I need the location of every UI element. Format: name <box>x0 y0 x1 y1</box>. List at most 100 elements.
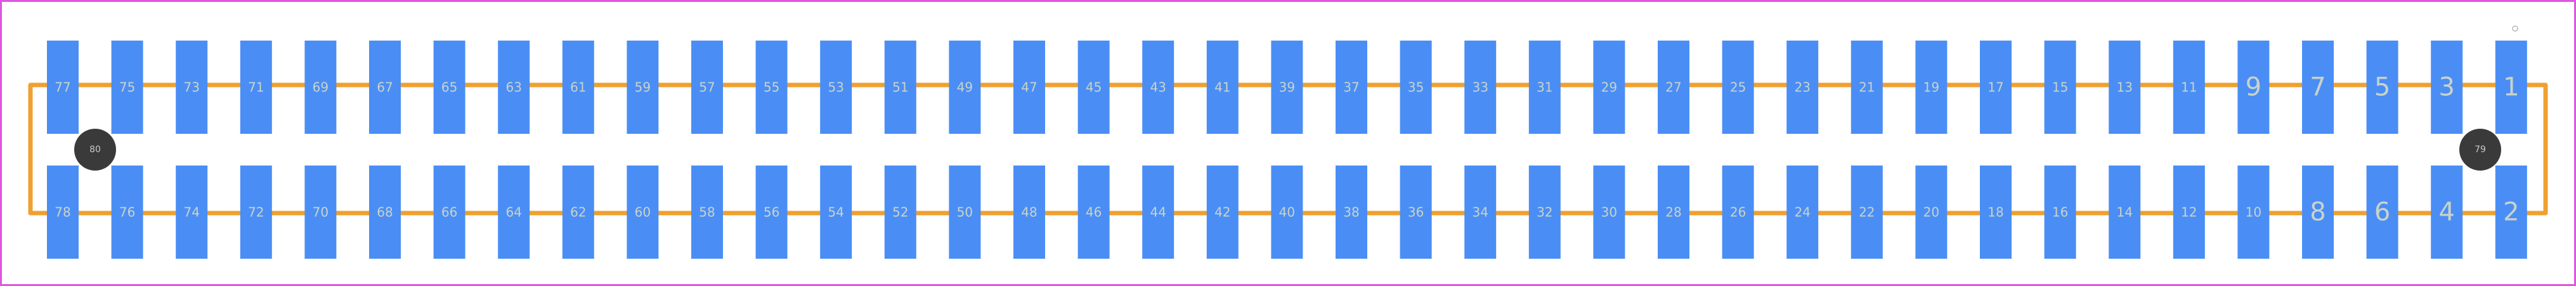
top-row-pad: 37 <box>1336 41 1367 134</box>
pad-label: 43 <box>1150 80 1166 95</box>
bottom-row-pad: 4 <box>2431 166 2463 259</box>
pad-rect <box>1915 166 1948 259</box>
top-row-pad: 35 <box>1400 41 1432 134</box>
hole-circle <box>74 129 116 171</box>
pad-rect <box>433 41 465 134</box>
pad-label: 66 <box>441 205 457 220</box>
top-row-pad: 71 <box>240 41 272 134</box>
pad-rect <box>2302 41 2334 134</box>
pad-label: 15 <box>2052 80 2068 95</box>
pad-rect <box>111 41 143 134</box>
pad-label: 40 <box>1279 205 1295 220</box>
bottom-row-pad: 2 <box>2495 166 2527 259</box>
pad-label: 68 <box>377 205 393 220</box>
pad-label: 63 <box>505 80 521 95</box>
bottom-row-pad: 42 <box>1206 166 1239 259</box>
pad-rect <box>1593 41 1625 134</box>
pad-label: 64 <box>505 205 521 220</box>
pad-rect <box>2173 41 2205 134</box>
top-row-pad: 21 <box>1851 41 1883 134</box>
top-row-pad: 7 <box>2302 41 2334 134</box>
pad-rect <box>1658 166 1689 259</box>
pad-rect <box>2237 166 2270 259</box>
pad-label: 74 <box>183 205 199 220</box>
pad-label: 3 <box>2438 73 2454 102</box>
pad-label: 31 <box>1537 80 1552 95</box>
bottom-row-pad: 32 <box>1528 166 1561 259</box>
pad-label: 72 <box>248 205 264 220</box>
top-row-pad: 19 <box>1915 41 1948 134</box>
top-row-pad: 53 <box>820 41 852 134</box>
bottom-row-pad: 44 <box>1142 166 1174 259</box>
pad-label: 62 <box>570 205 586 220</box>
pad-rect <box>176 41 208 134</box>
hole-label: 79 <box>2475 145 2486 155</box>
top-row-pad: 9 <box>2237 41 2270 134</box>
pad-label: 57 <box>699 80 715 95</box>
pad-rect <box>1013 166 1045 259</box>
pad-label: 10 <box>2246 205 2261 220</box>
bottom-row-pad: 24 <box>1786 166 1819 259</box>
pad-label: 36 <box>1408 205 1424 220</box>
pad-rect <box>627 41 659 134</box>
pad-rect <box>884 166 916 259</box>
pad-label: 51 <box>892 80 908 95</box>
pad-rect <box>369 41 401 134</box>
bottom-row-pad: 76 <box>111 166 143 259</box>
bottom-row-pad: 60 <box>627 166 659 259</box>
pad-rect <box>820 41 852 134</box>
bottom-row-pad: 30 <box>1593 166 1625 259</box>
pad-label: 34 <box>1472 205 1488 220</box>
pad-label: 33 <box>1472 80 1488 95</box>
pad-label: 25 <box>1730 80 1746 95</box>
pad-label: 44 <box>1150 205 1166 220</box>
top-row-pad: 17 <box>1980 41 2012 134</box>
bottom-row-pad: 66 <box>433 166 465 259</box>
pad-label: 49 <box>957 80 973 95</box>
pad-label: 5 <box>2374 73 2390 102</box>
pad-label: 2 <box>2503 198 2519 227</box>
pad-label: 29 <box>1601 80 1617 95</box>
bottom-row-pad: 8 <box>2302 166 2334 259</box>
pad-rect <box>755 41 788 134</box>
pad-label: 9 <box>2246 73 2261 102</box>
top-row-pad: 67 <box>369 41 401 134</box>
bottom-row-pad: 78 <box>47 166 79 259</box>
bottom-row-pad: 68 <box>369 166 401 259</box>
hole-label: 80 <box>89 145 101 155</box>
top-row-pad: 61 <box>562 41 594 134</box>
pad-label: 7 <box>2310 73 2326 102</box>
pad-rect <box>1142 41 1174 134</box>
pad-rect <box>1206 41 1239 134</box>
pad-rect <box>111 166 143 259</box>
pad-label: 16 <box>2052 205 2068 220</box>
pad-rect <box>562 41 594 134</box>
pad-label: 59 <box>635 80 651 95</box>
pad-label: 39 <box>1279 80 1295 95</box>
pad-rect <box>1980 41 2012 134</box>
pad-rect <box>176 166 208 259</box>
pad-rect <box>2431 41 2463 134</box>
pad-label: 52 <box>892 205 908 220</box>
top-row-pad: 69 <box>304 41 337 134</box>
bottom-row-pad: 40 <box>1271 166 1303 259</box>
pad-rect <box>1722 41 1754 134</box>
pad-rect <box>1464 166 1497 259</box>
pad-label: 67 <box>377 80 393 95</box>
outline-left <box>28 82 63 216</box>
pad-rect <box>691 41 723 134</box>
pad-rect <box>1142 166 1174 259</box>
bottom-row-pad: 50 <box>949 166 981 259</box>
pad-label: 27 <box>1665 80 1681 95</box>
pad-label: 13 <box>2116 80 2132 95</box>
top-row-pad: 63 <box>498 41 530 134</box>
pad-label: 73 <box>183 80 199 95</box>
bottom-row-pad: 34 <box>1464 166 1497 259</box>
pad-label: 6 <box>2374 198 2390 227</box>
pad-rect <box>1658 41 1689 134</box>
pad-rect <box>2044 41 2076 134</box>
pad-label: 26 <box>1730 205 1746 220</box>
pad-rect <box>304 41 337 134</box>
pad-label: 32 <box>1537 205 1552 220</box>
pad-rect <box>433 166 465 259</box>
